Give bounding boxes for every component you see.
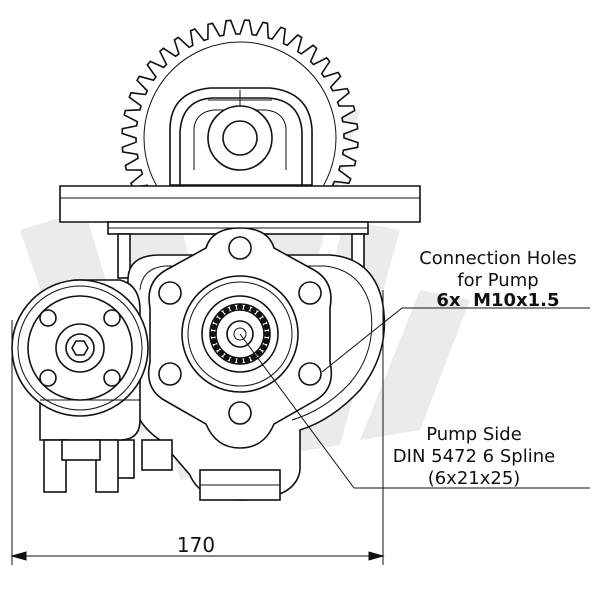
width-dimension-label: 170 [177, 533, 215, 557]
connection-holes-spec: 6x M10x1.5 [436, 290, 559, 311]
pump-housing [111, 227, 386, 501]
spline-tooth [263, 337, 270, 345]
spline-tooth [229, 304, 237, 311]
spline-tooth [223, 307, 230, 314]
side-pump [11, 279, 149, 493]
spline-tooth [213, 317, 220, 324]
connection-holes-title: Connection Holes [419, 248, 577, 269]
spline-tooth [213, 344, 220, 351]
gear-hub [169, 87, 313, 186]
mounting-plate [59, 185, 421, 279]
spline-tooth [223, 354, 230, 361]
spline-tooth [243, 304, 251, 311]
gear-root-circle [143, 41, 337, 190]
spline-tooth [256, 350, 263, 357]
spline-tooth [260, 317, 267, 324]
spline-tooth [260, 344, 267, 351]
dimension-line [10, 290, 385, 565]
pump-side-spline-size: (6x21x25) [428, 468, 521, 489]
spline-tooth [263, 330, 271, 338]
spline-tooth [229, 357, 237, 364]
spline-tooth [256, 311, 263, 318]
spline-tooth [210, 337, 217, 345]
spline-tooth [263, 323, 270, 331]
spline-tooth [217, 350, 224, 357]
spline-tooth [243, 357, 251, 364]
spline-tooth [236, 357, 244, 365]
connection-holes-subtitle: for Pump [457, 270, 538, 291]
pump-side-title: Pump Side [426, 424, 522, 445]
spline-tooth [250, 307, 257, 314]
spline-tooth [209, 330, 217, 338]
pump-side-spline-spec: DIN 5472 6 Spline [393, 446, 555, 467]
spline-tooth [210, 323, 217, 331]
leader-lines [239, 307, 590, 489]
spline-tooth [217, 311, 224, 318]
spline-tooth [250, 354, 257, 361]
spline-tooth [236, 303, 244, 311]
